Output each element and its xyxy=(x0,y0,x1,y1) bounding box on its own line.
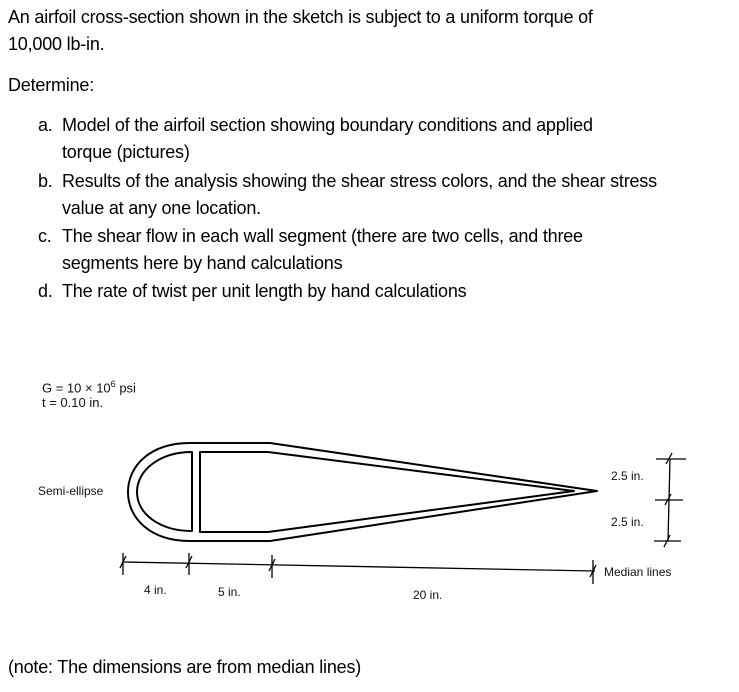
task-marker: b. xyxy=(38,171,53,191)
dim-nose-length: 4 in. xyxy=(144,583,167,597)
task-marker: d. xyxy=(38,281,53,301)
dim-tail-length: 20 in. xyxy=(413,588,443,602)
task-item-c: c. The shear flow in each wall segment (t… xyxy=(38,223,712,277)
task-text-line2: torque (pictures) xyxy=(62,142,190,162)
dim-lower-height: 2.5 in. xyxy=(611,515,644,529)
task-text-line1: The rate of twist per unit length by han… xyxy=(62,281,467,301)
task-item-b: b. Results of the analysis showing the sh… xyxy=(38,168,712,222)
intro-line-1: An airfoil cross-section shown in the sk… xyxy=(8,7,593,27)
thickness-label: t = 0.10 in. xyxy=(42,395,104,410)
intro-line-2: 10,000 lb-in. xyxy=(8,34,105,54)
median-lines-label: Median lines xyxy=(604,565,672,579)
task-text-line1: Model of the airfoil section showing bou… xyxy=(62,115,593,135)
dimension-note: (note: The dimensions are from median li… xyxy=(8,657,362,677)
task-text-line2: value at any one location. xyxy=(62,198,261,218)
determine-heading: Determine: xyxy=(8,75,95,95)
task-text-line1: Results of the analysis showing the shea… xyxy=(62,171,657,191)
problem-intro: An airfoil cross-section shown in the sk… xyxy=(8,4,593,58)
shear-modulus-label: G = 10 × 106 psi xyxy=(42,379,136,395)
semi-ellipse-label: Semi-ellipse xyxy=(38,484,104,498)
g-unit: psi xyxy=(119,380,136,396)
dim-front-cell-length: 5 in. xyxy=(218,585,241,599)
dim-upper-height: 2.5 in. xyxy=(611,469,644,483)
g-exponent: 6 xyxy=(110,379,116,389)
task-text-line1: The shear flow in each wall segment (the… xyxy=(62,226,583,246)
task-item-d: d. The rate of twist per unit length by h… xyxy=(38,278,712,305)
g-value: G = 10 × 10 xyxy=(42,380,111,396)
task-marker: c. xyxy=(38,226,52,246)
task-item-a: a. Model of the airfoil section showing b… xyxy=(38,112,712,166)
task-marker: a. xyxy=(38,115,53,135)
task-text-line2: segments here by hand calculations xyxy=(62,253,343,273)
